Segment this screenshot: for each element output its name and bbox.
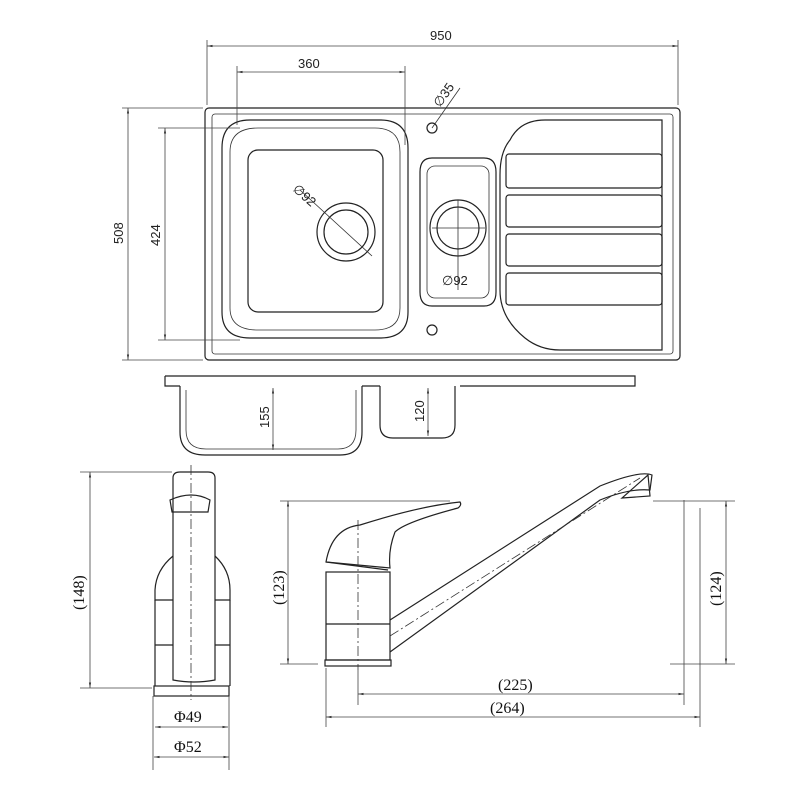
tap-height-label: (148) [71,575,88,610]
spout-reach-label: (225) [498,677,533,694]
overall-width-label: 950 [430,28,452,43]
tap-side-view: (123) (124) (225) (264) [271,473,735,727]
sink-top-view: ∅92 ∅92 ∅35 950 360 [111,28,681,361]
main-bowl-depth-label: 155 [257,406,272,428]
small-bowl [419,157,497,307]
base-outer-diameter-label: Φ52 [174,739,202,756]
small-bowl-depth-label: 120 [412,400,427,422]
main-drain [299,189,376,262]
bowl-depth-label: 424 [148,224,163,246]
overall-length-label: (264) [490,700,525,717]
handle-height-label: (123) [271,570,288,605]
small-drain-diameter-label: ∅92 [442,273,468,288]
small-drain [429,199,487,290]
sink-side-view: 155 120 [164,375,636,456]
spout-height-label: (124) [708,571,725,606]
base-inner-diameter-label: Φ49 [174,709,202,726]
bowl-width-label: 360 [298,56,320,71]
overflow-hole [426,324,438,336]
main-drain-diameter-label: ∅92 [290,181,319,209]
lever-handle [325,501,462,569]
tap-front-view: (148) Φ49 Φ52 [71,465,231,770]
drainer-board [499,119,663,351]
overall-depth-label: 508 [111,222,126,244]
tap-hole-diameter-label: ∅35 [430,80,457,110]
tap-hole [426,122,438,134]
